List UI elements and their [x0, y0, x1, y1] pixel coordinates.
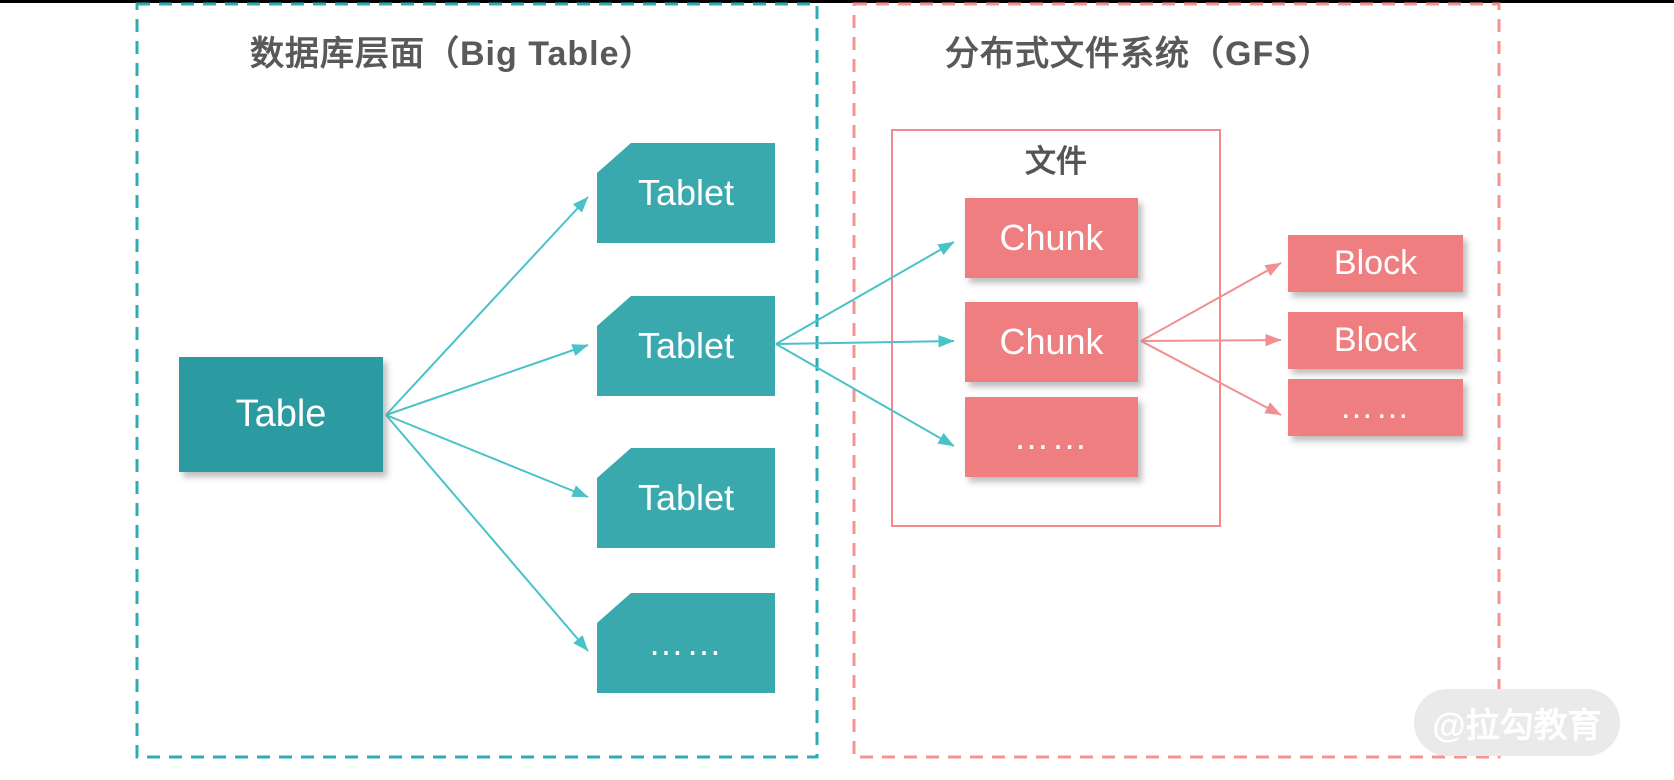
- tablet-node-ellipsis: ……: [597, 593, 775, 693]
- watermark-badge: @拉勾教育: [1414, 689, 1620, 756]
- gfs-panel-title: 分布式文件系统（GFS）: [945, 35, 1333, 73]
- top-border-line: [0, 0, 1674, 3]
- block-node-1: Block: [1288, 235, 1463, 292]
- tablet-node-2: Tablet: [597, 296, 775, 396]
- file-group-label: 文件: [1025, 144, 1087, 179]
- tablet-node-3: Tablet: [597, 448, 775, 548]
- table-to-tablet-arrows: [385, 196, 589, 652]
- chunk-to-block-arrows: [1140, 262, 1282, 416]
- tablet-to-chunk-arrows: [775, 241, 955, 447]
- block-node-2: Block: [1288, 312, 1463, 369]
- bigtable-panel-title: 数据库层面（Big Table）: [250, 35, 655, 73]
- chunk-node-2: Chunk: [965, 302, 1138, 382]
- tablet-node-1: Tablet: [597, 143, 775, 243]
- chunk-node-ellipsis: ……: [965, 397, 1138, 477]
- chunk-node-1: Chunk: [965, 198, 1138, 278]
- table-node: Table: [179, 357, 383, 472]
- block-node-ellipsis: ……: [1288, 379, 1463, 436]
